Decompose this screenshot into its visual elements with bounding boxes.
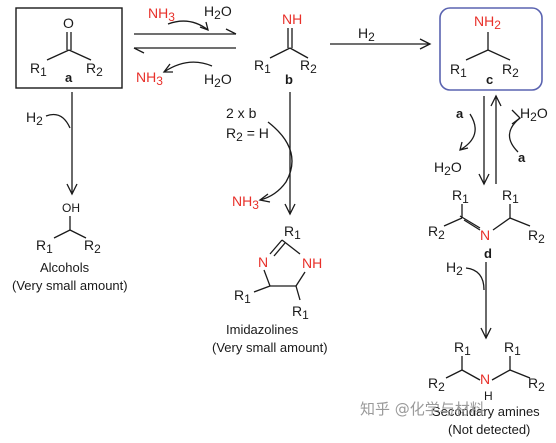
reagent-h2o-cd: H — [434, 159, 444, 175]
compound-a-r2: R — [86, 60, 96, 76]
alcohols-title: Alcohols — [40, 260, 90, 275]
compound-a-oxygen: O — [63, 15, 74, 31]
compound-d-label: d — [484, 246, 492, 261]
compound-c-nh2: NH — [474, 13, 494, 29]
svg-text:H2: H2 — [446, 259, 463, 278]
reagent-h2o-bottom: H — [204, 71, 214, 87]
svg-text:R2: R2 — [528, 375, 545, 394]
svg-text:R1: R1 — [292, 303, 309, 322]
svg-text:R1: R1 — [502, 187, 519, 206]
two-x-b: 2 x b — [226, 105, 257, 121]
arrow-a-to-alcohols: H2 — [26, 92, 78, 196]
reagent-h2o-top: H — [204, 3, 214, 19]
svg-text:NH3: NH3 — [232, 193, 259, 212]
svg-text:R1: R1 — [254, 57, 271, 76]
secondary-note: (Not detected) — [448, 422, 530, 437]
alcohol-structure: OH R1 R2 Alcohols (Very small amount) — [12, 201, 128, 293]
svg-text:R2: R2 — [428, 375, 445, 394]
svg-text:R2 = H: R2 = H — [226, 125, 269, 144]
svg-text:R1: R1 — [36, 237, 53, 256]
svg-text:R2: R2 — [300, 57, 317, 76]
svg-text:R1: R1 — [504, 339, 521, 358]
svg-text:NH3: NH3 — [136, 69, 163, 88]
imidazoline-structure: R1 N NH R1 R1 Imidazolines (Very small a… — [212, 223, 328, 355]
arrow-b-to-c: H2 — [330, 25, 432, 50]
arrow-b-to-imidazolines: 2 x b R2 = H NH3 — [226, 92, 296, 216]
secondary-h: H — [484, 389, 493, 403]
compound-a-box — [15, 7, 123, 89]
svg-text:H2: H2 — [26, 109, 43, 128]
reagent-a-right: a — [518, 150, 526, 165]
equilibrium-a-b: NH3 H2O NH3 H2O — [133, 3, 237, 90]
svg-text:R1: R1 — [452, 187, 469, 206]
compound-a: O R1 R2 a — [30, 15, 103, 85]
reagent-nh3-imid: NH — [232, 193, 252, 209]
reagent-h2-d: H — [446, 259, 456, 275]
compound-b-nh: NH — [282, 11, 302, 27]
svg-text:R1: R1 — [30, 60, 47, 79]
equilibrium-c-d: a H2O H2O a — [434, 94, 548, 186]
compound-a-r1: R — [30, 60, 40, 76]
arrow-d-to-secondary: H2 — [446, 259, 492, 340]
secondary-n: N — [480, 371, 490, 387]
svg-text:H2O: H2O — [434, 159, 462, 178]
svg-text:R2: R2 — [502, 61, 519, 80]
secondary-amine-structure: R1 N H R2 R1 R2 Secondary amines (Not de… — [428, 339, 545, 437]
secondary-title: Secondary amines — [432, 404, 540, 419]
imidazolines-note: (Very small amount) — [212, 340, 328, 355]
compound-c: NH2 R1 R2 c — [450, 13, 519, 87]
imidazolines-title: Imidazolines — [226, 322, 299, 337]
svg-text:R1: R1 — [450, 61, 467, 80]
svg-text:H2: H2 — [358, 25, 375, 44]
svg-text:R2: R2 — [528, 227, 545, 246]
svg-text:R2: R2 — [84, 237, 101, 256]
svg-text:R1: R1 — [454, 339, 471, 358]
alcohols-note: (Very small amount) — [12, 278, 128, 293]
compound-d: R1 N R2 R1 R2 d — [428, 187, 545, 261]
compound-c-box — [439, 7, 543, 91]
r2-eq-h: R — [226, 125, 236, 141]
svg-text:R2: R2 — [428, 223, 445, 242]
svg-text:H2O: H2O — [204, 71, 232, 90]
reagent-h2o-dc: H — [520, 105, 530, 121]
imidazoline-n: N — [258, 254, 268, 270]
reagent-a-left: a — [456, 106, 464, 121]
svg-text:R2: R2 — [86, 60, 103, 79]
svg-text:H2O: H2O — [520, 105, 548, 124]
compound-c-label: c — [486, 72, 493, 87]
svg-text:NH3: NH3 — [148, 5, 175, 24]
svg-text:H2O: H2O — [204, 3, 232, 22]
svg-text:R1: R1 — [284, 223, 301, 242]
reagent-nh3-bottom: NH — [136, 69, 156, 85]
svg-text:NH2: NH2 — [474, 13, 501, 32]
compound-d-n: N — [480, 227, 490, 243]
reagent-h2-bc: H — [358, 25, 368, 41]
imidazoline-nh: NH — [302, 255, 322, 271]
compound-b: NH R1 R2 b — [254, 11, 317, 87]
compound-b-label: b — [285, 72, 293, 87]
alcohol-oh: OH — [62, 201, 80, 215]
compound-a-label: a — [65, 70, 73, 85]
svg-text:R1: R1 — [234, 287, 251, 306]
watermark: 知乎 @化学与材料 — [360, 400, 485, 418]
reagent-h2-alc: H — [26, 109, 36, 125]
reagent-nh3-top: NH — [148, 5, 168, 21]
